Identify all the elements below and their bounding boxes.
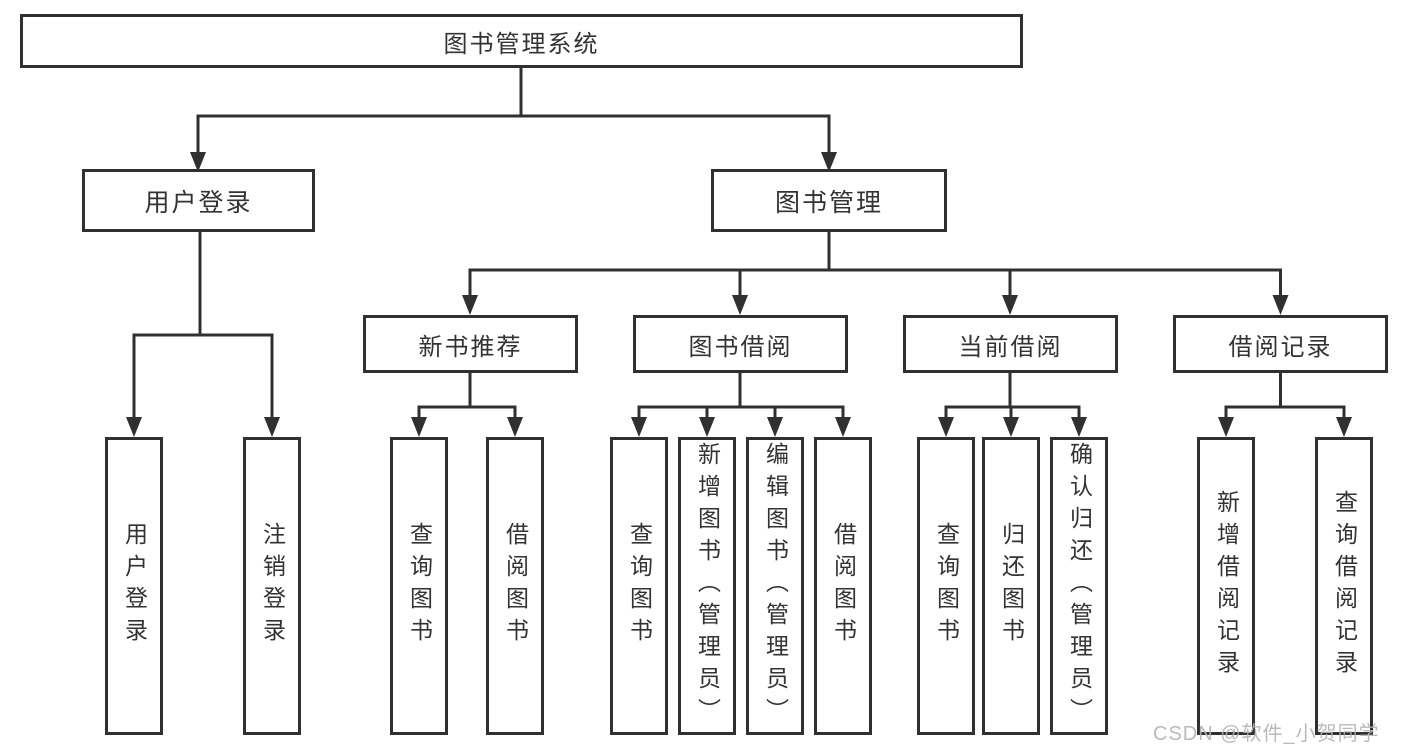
arrow-icon — [1003, 417, 1019, 437]
node-label: 用户登录 — [144, 188, 253, 217]
arrow-icon — [938, 417, 954, 437]
arrow-icon — [732, 295, 748, 315]
leaf-query-books-2: 查询图书 — [610, 437, 668, 735]
leaf-query-books-3: 查询图书 — [917, 437, 975, 735]
node-book-borrow: 图书借阅 — [633, 315, 848, 373]
arrow-icon — [821, 152, 837, 172]
node-label: 注销登录 — [259, 522, 286, 650]
leaf-add-borrow-record: 新增借阅记录 — [1197, 437, 1255, 735]
arrow-icon — [190, 152, 206, 172]
connector-bookmgmt-to-level3 — [468, 232, 1282, 301]
arrow-icon — [507, 417, 523, 437]
node-label: 查询图书 — [626, 522, 653, 650]
arrow-icon — [631, 417, 647, 437]
connector-userlogin-to-leaves — [132, 232, 274, 423]
node-borrow-records: 借阅记录 — [1173, 315, 1388, 373]
arrow-icon — [1002, 295, 1018, 315]
node-book-management: 图书管理 — [711, 169, 947, 232]
connector-borrowrecords-to-leaves — [1224, 373, 1346, 423]
node-user-login: 用户登录 — [82, 169, 315, 232]
leaf-confirm-return-admin: 确认归还（管理员） — [1050, 437, 1108, 735]
node-current-borrow: 当前借阅 — [903, 315, 1118, 373]
leaf-add-books-admin: 新增图书（管理员） — [678, 437, 736, 735]
connector-root-to-level2 — [196, 68, 831, 158]
leaf-borrow-books-1: 借阅图书 — [486, 437, 544, 735]
leaf-query-borrow-record: 查询借阅记录 — [1315, 437, 1373, 735]
arrow-icon — [126, 417, 142, 437]
arrow-icon — [462, 295, 478, 315]
arrow-icon — [835, 417, 851, 437]
arrow-icon — [264, 417, 280, 437]
arrow-icon — [1336, 417, 1352, 437]
leaf-edit-books-admin: 编辑图书（管理员） — [746, 437, 804, 735]
arrow-icon — [1071, 417, 1087, 437]
leaf-user-login: 用户登录 — [105, 437, 163, 735]
node-label: 编辑图书（管理员） — [762, 442, 789, 730]
node-label: 借阅图书 — [502, 522, 529, 650]
node-label: 借阅图书 — [830, 522, 857, 650]
node-label: 借阅记录 — [1228, 333, 1333, 361]
arrow-icon — [767, 417, 783, 437]
node-label: 新增借阅记录 — [1213, 490, 1240, 682]
leaf-logout: 注销登录 — [243, 437, 301, 735]
connector-bookborrow-to-leaves — [637, 373, 845, 423]
leaf-return-books: 归还图书 — [982, 437, 1040, 735]
arrow-icon — [1218, 417, 1234, 437]
node-label: 用户登录 — [121, 522, 148, 650]
arrow-icon — [411, 417, 427, 437]
node-label: 新书推荐 — [418, 333, 523, 361]
connector-currentborrow-to-leaves — [944, 373, 1081, 423]
node-label: 确认归还（管理员） — [1066, 442, 1093, 730]
node-label: 新增图书（管理员） — [694, 442, 721, 730]
leaf-query-books-1: 查询图书 — [390, 437, 448, 735]
csdn-watermark: CSDN @软件_小贺同学 — [1153, 723, 1380, 745]
node-label: 归还图书 — [998, 522, 1025, 650]
node-label: 查询借阅记录 — [1331, 490, 1358, 682]
arrow-icon — [1272, 295, 1289, 315]
node-label: 图书借阅 — [688, 333, 793, 361]
arrow-icon — [699, 417, 715, 437]
connector-newbooks-to-leaves — [417, 373, 517, 423]
node-label: 图书管理系统 — [443, 30, 600, 58]
node-new-book-recommend: 新书推荐 — [363, 315, 578, 373]
node-label: 查询图书 — [406, 522, 433, 650]
node-label: 当前借阅 — [958, 333, 1063, 361]
node-label: 图书管理 — [774, 188, 883, 217]
node-label: 查询图书 — [933, 522, 960, 650]
node-root-system: 图书管理系统 — [20, 14, 1023, 68]
leaf-borrow-books-2: 借阅图书 — [814, 437, 872, 735]
